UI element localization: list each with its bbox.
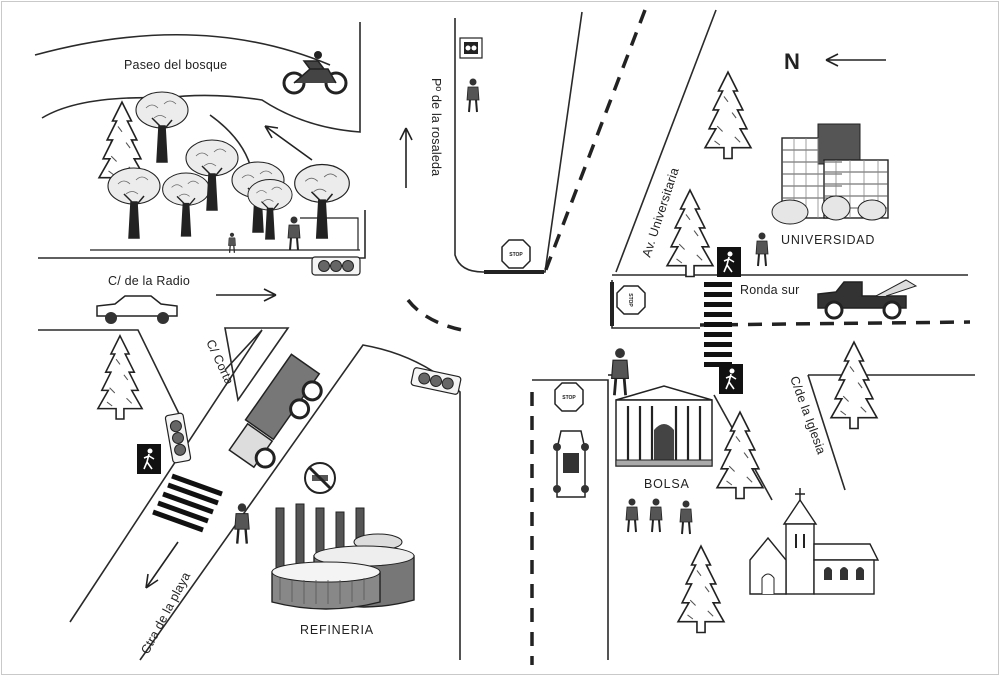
traffic-light-icon	[410, 366, 462, 396]
street-label-radio: C/ de la Radio	[108, 274, 190, 288]
tree-icon	[161, 172, 211, 237]
no-smoking-sign-icon	[304, 462, 336, 494]
stop-sign-text: STOP	[562, 395, 576, 401]
bus-stop-sign-icon	[459, 37, 483, 59]
street-label-paseo-bosque: Paseo del bosque	[124, 58, 227, 72]
fir-tree-icon	[830, 341, 878, 430]
place-label-refineria: REFINERIA	[300, 623, 374, 637]
stop-sign-icon: STOP	[554, 382, 584, 412]
stop-sign-icon: STOP	[501, 239, 531, 269]
crosswalk-playa	[152, 473, 223, 533]
person-icon	[610, 346, 630, 397]
stock-exchange-building-icon	[615, 385, 713, 467]
person-icon	[625, 497, 639, 533]
pedestrian-crossing-sign-icon	[136, 443, 162, 475]
street-label-iglesia: C/de la Iglesia	[787, 374, 828, 456]
dashed-lane-lines	[406, 9, 971, 665]
fir-tree-icon	[716, 411, 764, 500]
place-label-universidad: UNIVERSIDAD	[781, 233, 875, 247]
car-icon	[96, 295, 178, 324]
fir-tree-icon	[677, 545, 725, 634]
stop-sign-icon: STOP	[616, 285, 646, 315]
park	[90, 91, 360, 254]
fir-tree-icon	[97, 335, 143, 420]
stop-lines	[484, 270, 614, 326]
tree-icon	[293, 163, 351, 239]
street-label-rosaleda: Pº de la rosaleda	[429, 78, 443, 176]
person-icon	[679, 499, 693, 535]
person-icon	[466, 77, 480, 113]
church-icon	[749, 488, 880, 595]
pedestrian-crossing-sign-icon	[716, 246, 742, 278]
traffic-light-icon	[311, 256, 361, 276]
crosswalk-ronda	[704, 282, 732, 367]
person-icon	[287, 215, 301, 251]
truck-icon	[228, 353, 323, 469]
traffic-light-icon	[164, 412, 192, 464]
person-icon	[649, 497, 663, 533]
tree-icon	[135, 91, 189, 163]
fir-tree-icon	[704, 71, 752, 160]
street-label-ronda-sur: Ronda sur	[740, 283, 799, 297]
refinery-factory-icon	[271, 503, 415, 610]
person-icon	[755, 231, 769, 267]
place-label-bolsa: BOLSA	[644, 477, 690, 491]
compass-letter: N	[784, 49, 800, 74]
car-icon	[553, 430, 589, 498]
pedestrian-crossing-sign-icon	[718, 363, 744, 395]
fir-tree-icon	[666, 189, 714, 278]
stop-sign-text: STOP	[509, 252, 523, 258]
stop-sign-text: STOP	[627, 293, 633, 307]
direction-arrows	[145, 53, 886, 589]
university-building-icon	[771, 123, 889, 225]
motorcycle-icon	[282, 51, 348, 95]
pickup-truck-icon	[817, 279, 918, 320]
tree-icon	[107, 167, 161, 239]
